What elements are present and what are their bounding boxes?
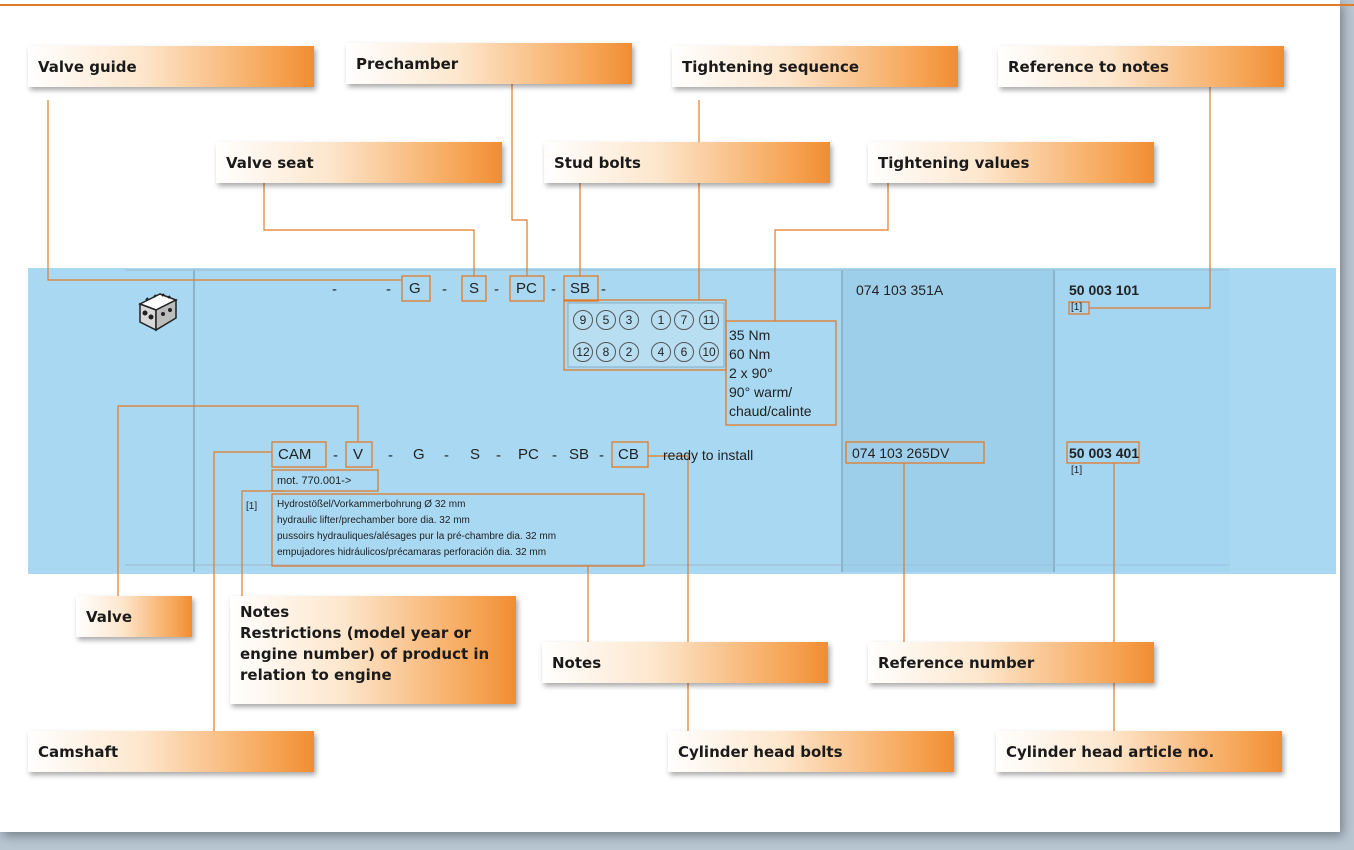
cylinder-head-icon (138, 293, 178, 332)
row2-notes: Hydrostößel/Vorkammerbohrung Ø 32 mm hyd… (277, 497, 556, 561)
tightening-value: chaud/calinte (729, 403, 812, 419)
tightening-value: 2 x 90° (729, 365, 773, 381)
callout-notes-restrictions: Notes Restrictions (model year or engine… (230, 596, 516, 704)
sequence-bolt: 3 (619, 310, 639, 330)
row2-ready-to-install: ready to install (663, 447, 754, 463)
callout-valve-guide: Valve guide (28, 46, 314, 87)
row2-dash-3: - (444, 447, 449, 464)
tightening-values-list: 35 Nm 60 Nm 2 x 90° 90° warm/ chaud/cali… (729, 326, 812, 421)
note-line: hydraulic lifter/prechamber bore dia. 32… (277, 515, 470, 526)
sequence-bolt: 9 (573, 310, 593, 330)
row2-dash-4: - (496, 447, 501, 464)
callout-cylinder-head-bolts: Cylinder head bolts (668, 731, 954, 772)
callout-valve-seat: Valve seat (216, 142, 502, 183)
note-line: empujadores hidráulicos/précamaras perfo… (277, 547, 547, 558)
row2-code-cam: CAM (278, 446, 312, 463)
row1-note-ref: [1] (1071, 302, 1083, 313)
callout-valve: Valve (76, 596, 192, 637)
row1-reference-number: 074 103 351A (856, 282, 944, 298)
tightening-value: 90° warm/ (729, 384, 793, 400)
row2-code-g: G (413, 446, 425, 463)
row1-dash-4: - (494, 281, 499, 298)
callout-reference-to-notes: Reference to notes (998, 46, 1284, 87)
row1-dash-3: - (442, 281, 447, 298)
row1-code-g: G (409, 280, 421, 297)
sequence-bolt: 11 (699, 310, 719, 330)
row2-code-cb: CB (618, 446, 639, 463)
row1-code-sb: SB (570, 280, 591, 297)
row2-note-ref: [1] (1071, 465, 1083, 476)
callout-prechamber: Prechamber (346, 43, 632, 84)
row2-code-sb: SB (569, 446, 590, 463)
note-line: Hydrostößel/Vorkammerbohrung Ø 32 mm (277, 499, 466, 510)
note-line: pussoirs hydrauliques/alésages pur la pr… (277, 531, 557, 542)
row2-restriction: mot. 770.001-> (277, 475, 352, 487)
row2-article-no: 50 003 401 (1069, 445, 1140, 461)
row2-dash-1: - (333, 447, 338, 464)
row1-dash-5: - (551, 281, 556, 298)
row2-dash-6: - (599, 447, 604, 464)
row2-reference-number: 074 103 265DV (852, 445, 950, 461)
row1-dash-6: - (601, 281, 606, 298)
tightening-value: 35 Nm (729, 327, 771, 343)
callout-stud-bolts: Stud bolts (544, 142, 830, 183)
row1-dash-1: - (332, 281, 337, 298)
row2-dash-2: - (388, 447, 393, 464)
row2-code-s: S (470, 446, 481, 463)
row2-note-marker: [1] (246, 501, 258, 512)
sequence-bolt: 2 (619, 342, 639, 362)
callout-tightening-values: Tightening values (868, 142, 1154, 183)
sequence-bolt: 4 (651, 342, 671, 362)
callout-camshaft: Camshaft (28, 731, 314, 772)
row2-dash-5: - (552, 447, 557, 464)
sequence-bolt: 6 (674, 342, 694, 362)
sequence-bolt: 7 (674, 310, 694, 330)
row1-code-s: S (469, 280, 480, 297)
row1-article-no: 50 003 101 (1069, 282, 1140, 298)
sequence-bolt: 10 (699, 342, 719, 362)
callout-cylinder-head-article-no: Cylinder head article no. (996, 731, 1282, 772)
callout-reference-number: Reference number (868, 642, 1154, 683)
sequence-bolt: 5 (596, 310, 616, 330)
sequence-bolt: 1 (651, 310, 671, 330)
callout-notes: Notes (542, 642, 828, 683)
row1-dash-2: - (386, 281, 391, 298)
row1-code-pc: PC (516, 280, 537, 297)
top-rule (0, 4, 1354, 6)
row2-code-v: V (353, 446, 364, 463)
callout-tightening-sequence: Tightening sequence (672, 46, 958, 87)
tightening-value: 60 Nm (729, 346, 771, 362)
row2-code-pc: PC (518, 446, 539, 463)
sequence-bolt: 12 (573, 342, 593, 362)
sequence-bolt: 8 (596, 342, 616, 362)
